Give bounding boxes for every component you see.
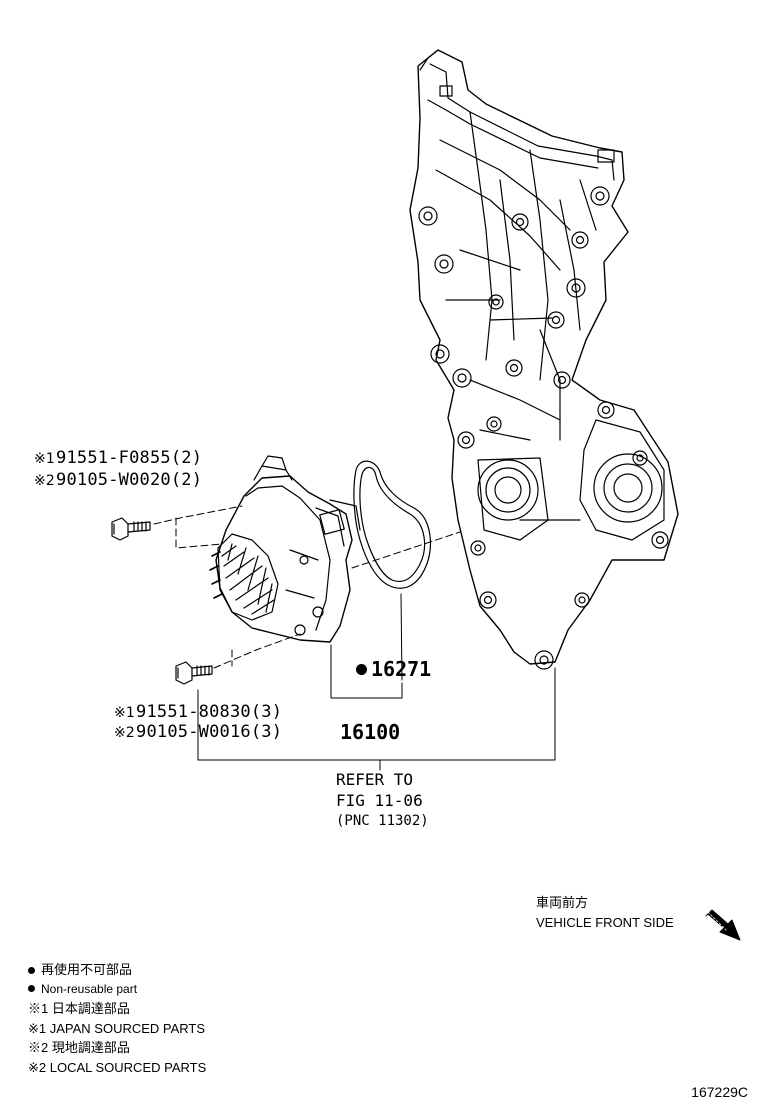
gasket-callout: 16271 <box>356 657 431 681</box>
figure-code: 167229C <box>691 1084 748 1100</box>
pump-callout: 16100 <box>340 720 400 744</box>
gasket-ring <box>353 460 432 589</box>
front-direction-arrow <box>705 909 741 941</box>
water-pump <box>209 455 361 643</box>
lower-bolt <box>175 661 213 685</box>
non-reusable-dot-icon <box>28 985 35 993</box>
local-sourced-mark: ※2 <box>34 473 56 489</box>
upper-bolt-part-1: ※191551-F0855(2) <box>34 448 202 468</box>
pump-part-number: 16100 <box>340 720 401 744</box>
part-number: 90105-W0020(2) <box>56 470 203 490</box>
vehicle-front-jp: 車両前方 <box>536 895 589 910</box>
non-reusable-dot-icon <box>28 966 35 974</box>
part-number: 90105-W0016(3) <box>136 722 283 742</box>
lower-bolt-part-2: ※290105-W0016(3) <box>114 722 282 742</box>
refer-note: REFER TO FIG 11-06 (PNC 11302) <box>336 769 429 832</box>
legend: 再使用不可部品 Non-reusable part ※1 日本調達部品 ※1 J… <box>28 960 206 1077</box>
non-reusable-dot-icon <box>356 664 367 675</box>
leader-lines <box>197 593 556 771</box>
legend-item: Non-reusable part <box>28 980 206 1000</box>
japan-sourced-mark: ※1 <box>34 451 56 467</box>
upper-bolt <box>111 517 151 541</box>
refer-line-2: FIG 11-06 <box>336 791 423 810</box>
vehicle-front-label: 車両前方 VEHICLE FRONT SIDE <box>536 893 674 933</box>
timing-chain-cover <box>409 49 679 670</box>
vehicle-front-en: VEHICLE FRONT SIDE <box>536 915 674 930</box>
legend-item: ※1 JAPAN SOURCED PARTS <box>28 1020 206 1036</box>
legend-item: ※2 LOCAL SOURCED PARTS <box>28 1059 207 1075</box>
gasket-part-number: 16271 <box>371 657 432 681</box>
legend-item: ※1 日本調達部品 <box>28 1001 130 1016</box>
upper-bolt-part-2: ※290105-W0020(2) <box>34 470 202 490</box>
part-number: 91551-80830(3) <box>136 702 283 722</box>
alignment-lines <box>153 505 461 669</box>
legend-item: ※2 現地調達部品 <box>28 1040 130 1055</box>
part-number: 91551-F0855(2) <box>56 448 203 468</box>
lower-bolt-part-1: ※191551-80830(3) <box>114 702 282 722</box>
local-sourced-mark: ※2 <box>114 725 136 741</box>
refer-line-3: (PNC 11302) <box>336 813 429 829</box>
legend-item: 再使用不可部品 <box>28 960 206 980</box>
refer-line-1: REFER TO <box>336 770 414 789</box>
japan-sourced-mark: ※1 <box>114 705 136 721</box>
